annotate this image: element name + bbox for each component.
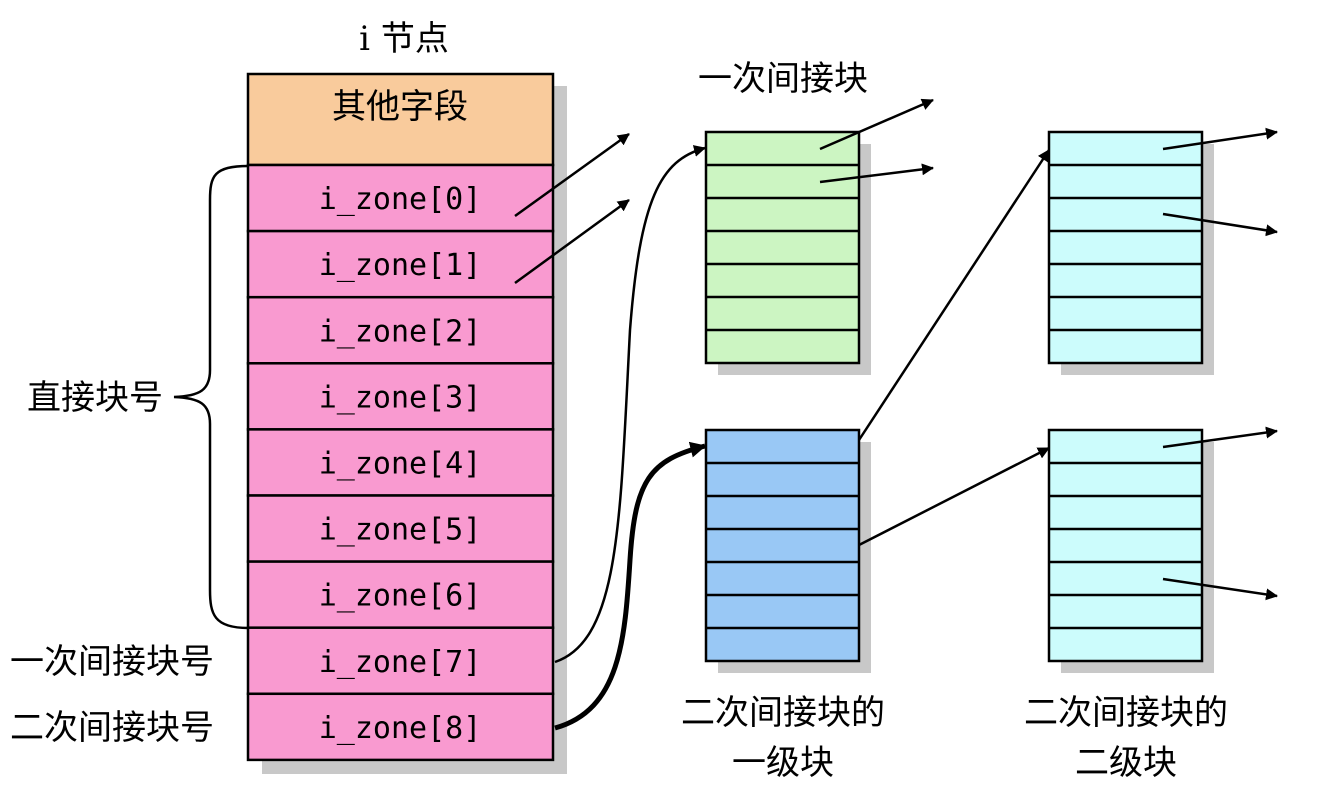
double-level2-top-outline: [1047, 130, 1204, 365]
other-fields-cell: [246, 72, 555, 167]
other-fields-label: 其他字段: [332, 87, 468, 127]
zone-cell-1: [246, 229, 555, 299]
zone0-pointer-arrow: [514, 132, 630, 218]
single-indirect-number-label: 一次间接块号: [10, 642, 214, 682]
single-entry2-arrow: [819, 163, 934, 184]
single-indirect-block: [704, 130, 871, 375]
zone-rows: i_zone[0] i_zone[1] i_zone[2] i_zone[3] i_zo…: [246, 163, 555, 762]
zone-label-3: i_zone[3]: [319, 380, 482, 415]
single-indirect-outline: [704, 130, 861, 365]
inode-table: 其他字段 i_zone[0] i_zone[1] i_zone[2] i_zone[3…: [246, 72, 567, 774]
level2-top-entry3-arrow: [1162, 212, 1278, 237]
double-level2-label-line2: 二级块: [1075, 743, 1177, 783]
double-level1-label-line2: 一级块: [732, 743, 834, 783]
direct-blocks-brace: [173, 164, 249, 630]
zone-cell-5: [246, 494, 555, 563]
zone-label-2: i_zone[2]: [319, 314, 482, 349]
zone7-to-single-indirect-arrow: [554, 145, 706, 664]
double-indirect-level1-block: [704, 428, 871, 673]
zone-cell-0: [246, 163, 555, 233]
direct-blocks-label: 直接块号: [27, 378, 163, 418]
zone-label-0: i_zone[0]: [319, 182, 482, 217]
single-indirect-block-label: 一次间接块: [698, 59, 868, 99]
zone1-pointer-arrow: [514, 198, 630, 285]
zone-label-5: i_zone[5]: [319, 513, 482, 548]
level2-top-entry1-arrow: [1162, 127, 1278, 151]
zone8-to-double-indirect-arrow: [554, 441, 707, 731]
double-level2-label-line1: 二次间接块的: [1024, 693, 1228, 733]
double-level1-label-line1: 二次间接块的: [681, 693, 885, 733]
zone-label-8: i_zone[8]: [319, 711, 482, 746]
zone-label-4: i_zone[4]: [319, 446, 482, 481]
level1-to-level2-bottom-arrow: [858, 446, 1050, 547]
inode-title: i 节点: [359, 19, 449, 59]
zone-label-1: i_zone[1]: [319, 248, 482, 283]
zone-label-7: i_zone[7]: [319, 645, 482, 680]
level2-bottom-entry1-arrow: [1162, 426, 1278, 449]
level2-bottom-entry5-arrow: [1162, 577, 1278, 601]
zone-cell-8: [246, 692, 555, 762]
double-indirect-level2-block-bottom: [1047, 428, 1214, 673]
double-level2-bottom-outline: [1047, 428, 1204, 663]
single-entry1-arrow: [819, 98, 934, 151]
zone-cell-6: [246, 560, 555, 629]
double-indirect-level2-block-top: [1047, 130, 1214, 375]
double-indirect-number-label: 二次间接块号: [10, 708, 214, 748]
zone-cell-7: [246, 626, 555, 696]
level1-to-level2-top-arrow: [857, 149, 1051, 441]
double-level1-outline: [704, 428, 861, 663]
zone-label-6: i_zone[6]: [319, 579, 482, 614]
